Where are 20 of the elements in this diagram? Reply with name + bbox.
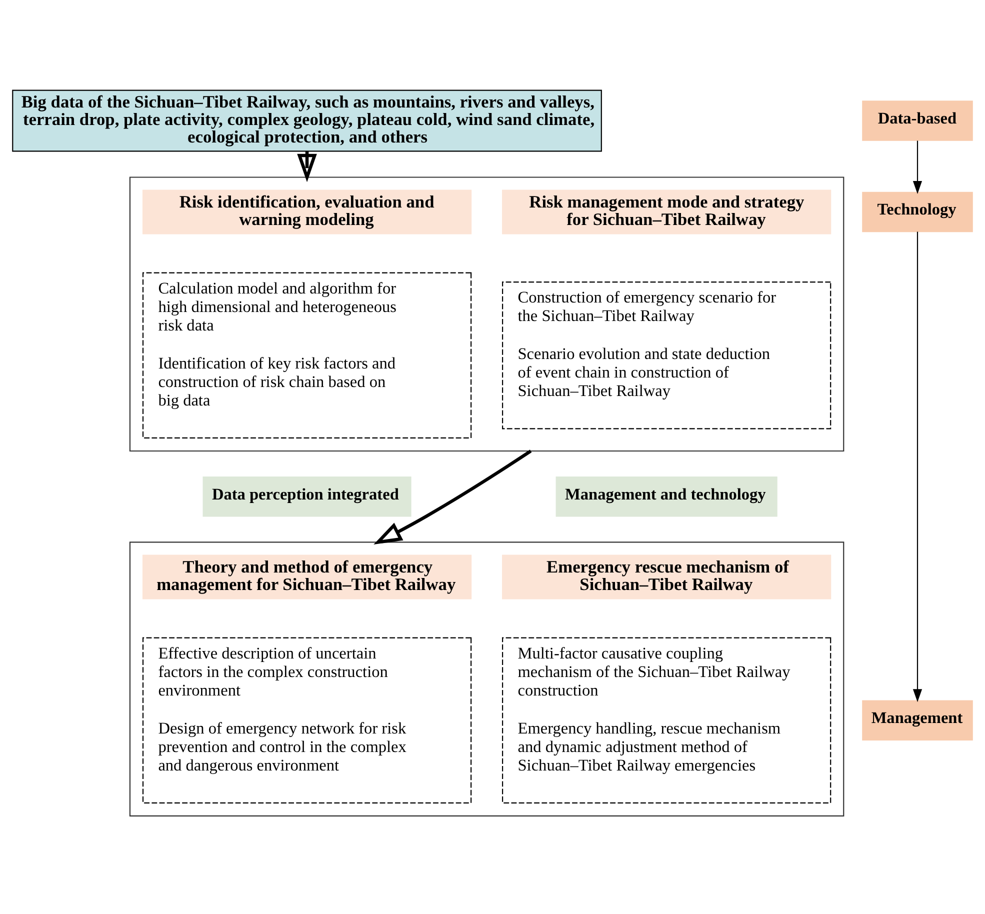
- node-box: Management: [862, 700, 973, 740]
- cluster: [129, 541, 844, 816]
- arrow: [912, 140, 922, 194]
- arrow: [297, 151, 317, 182]
- node-box: Big data of the Sichuan–Tibet Railway, such as mountains, rivers and valleys, terrain drop, plate activity, complex geology, plateau cold, wind sand climate, ecological protection, and others: [12, 89, 602, 152]
- node-box: Risk identification, evaluation and warning modeling: [142, 189, 472, 234]
- node-box: Construction of emergency scenario for the Sichuan–Tibet Railway Scenario evolution and state deduction of event chain in construction of Sichuan–Tibet Railway: [502, 281, 832, 429]
- node-box: Management and technology: [556, 476, 778, 516]
- arrow: [374, 449, 532, 544]
- node-box: Theory and method of emergency management for Sichuan–Tibet Railway: [142, 554, 472, 599]
- node-box: Calculation model and algorithm for high dimensional and heterogeneous risk data Identification of key risk factors and construction of risk chain based on big data: [142, 272, 472, 438]
- node-box: Risk management mode and strategy for Sichuan–Tibet Railway: [502, 189, 832, 234]
- node-box: Effective description of uncertain factors in the complex construction environment Design of emergency network for risk prevention and control in the complex and dangerous environment: [142, 636, 472, 803]
- node-box: Technology: [862, 191, 973, 232]
- node-box: Data perception integrated: [202, 476, 412, 516]
- node-box: Data-based: [862, 100, 973, 140]
- node-box: Emergency rescue mechanism of Sichuan–Tibet Railway: [502, 554, 832, 599]
- arrow: [912, 231, 922, 702]
- node-box: Multi-factor causative coupling mechanism of the Sichuan–Tibet Railway construction Emergency handling, rescue mechanism and dynamic adjustment method of Sichuan–Tibet Railway emergencies: [502, 636, 832, 803]
- cluster: [129, 176, 844, 452]
